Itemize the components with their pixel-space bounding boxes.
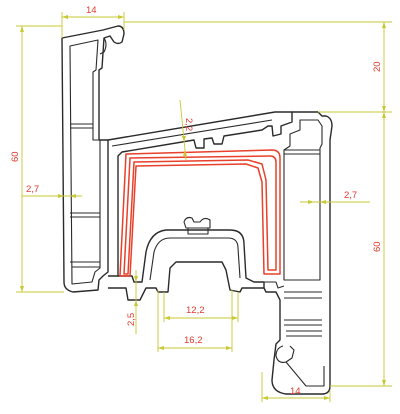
bottom-channel-inner xyxy=(149,237,241,281)
right-bottom-hook xyxy=(275,345,295,363)
arrow-head xyxy=(164,316,170,320)
dimension-labels: 14 20 60 60 2,7 2,7 2,2 2,5 12,2 16,2 14 xyxy=(10,5,383,397)
arrow-head xyxy=(308,200,314,204)
dim-outer-slot-label: 16,2 xyxy=(184,335,203,346)
top-bridge-outline xyxy=(107,111,293,277)
right-column-outline xyxy=(263,111,333,395)
right-column-inner-wall xyxy=(283,119,323,281)
arrow-head xyxy=(382,22,386,28)
dim-left-height-label: 60 xyxy=(10,151,21,162)
frame-profile xyxy=(61,25,333,395)
reinforcement-outer xyxy=(119,149,281,277)
arrow-head xyxy=(70,194,76,198)
dim-top-width-label: 14 xyxy=(86,5,97,16)
left-column-outline xyxy=(61,25,125,293)
dim-top-wall-label: 2,2 xyxy=(183,118,194,131)
arrow-head xyxy=(20,26,24,32)
left-top-hook xyxy=(99,37,107,55)
channel-neck xyxy=(187,228,209,235)
dim-bottom-wall-label: 2,5 xyxy=(126,313,137,326)
channel-top-clip xyxy=(183,216,211,229)
dim-inner-slot-label: 12,2 xyxy=(186,305,205,316)
dimension-lines xyxy=(16,12,392,402)
arrow-head xyxy=(382,106,386,112)
right-lower-connection xyxy=(264,281,285,289)
arrow-head xyxy=(320,200,326,204)
top-bridge-inner xyxy=(111,119,273,147)
arrow-head xyxy=(134,276,138,282)
arrow-head xyxy=(262,396,268,400)
arrow-head xyxy=(58,194,64,198)
arrow-head xyxy=(134,300,138,306)
dim-left-wall-label: 2,7 xyxy=(26,184,39,195)
arrow-head xyxy=(226,346,232,350)
right-bottom-nose xyxy=(285,361,325,387)
arrow-head xyxy=(20,286,24,292)
dimension-arrows xyxy=(20,15,386,400)
dim-bottom-width-label: 14 xyxy=(290,386,301,397)
arrow-head xyxy=(182,136,186,142)
dim-top-right-offset-label: 20 xyxy=(372,61,383,72)
arrow-head xyxy=(382,380,386,386)
reinforcement-inner xyxy=(123,155,277,275)
dim-right-height-label: 60 xyxy=(372,241,383,252)
arrow-head xyxy=(118,15,124,19)
arrow-head xyxy=(324,396,330,400)
arrow-head xyxy=(158,346,164,350)
bottom-channel-outline xyxy=(108,229,265,301)
arrow-head xyxy=(62,15,68,19)
arrow-head xyxy=(232,316,238,320)
left-column-inner-wall xyxy=(69,39,101,285)
arrow-head xyxy=(183,150,187,156)
steel-reinforcement xyxy=(119,149,281,277)
dim-right-wall-label: 2,7 xyxy=(344,190,357,201)
arrow-head xyxy=(382,112,386,118)
